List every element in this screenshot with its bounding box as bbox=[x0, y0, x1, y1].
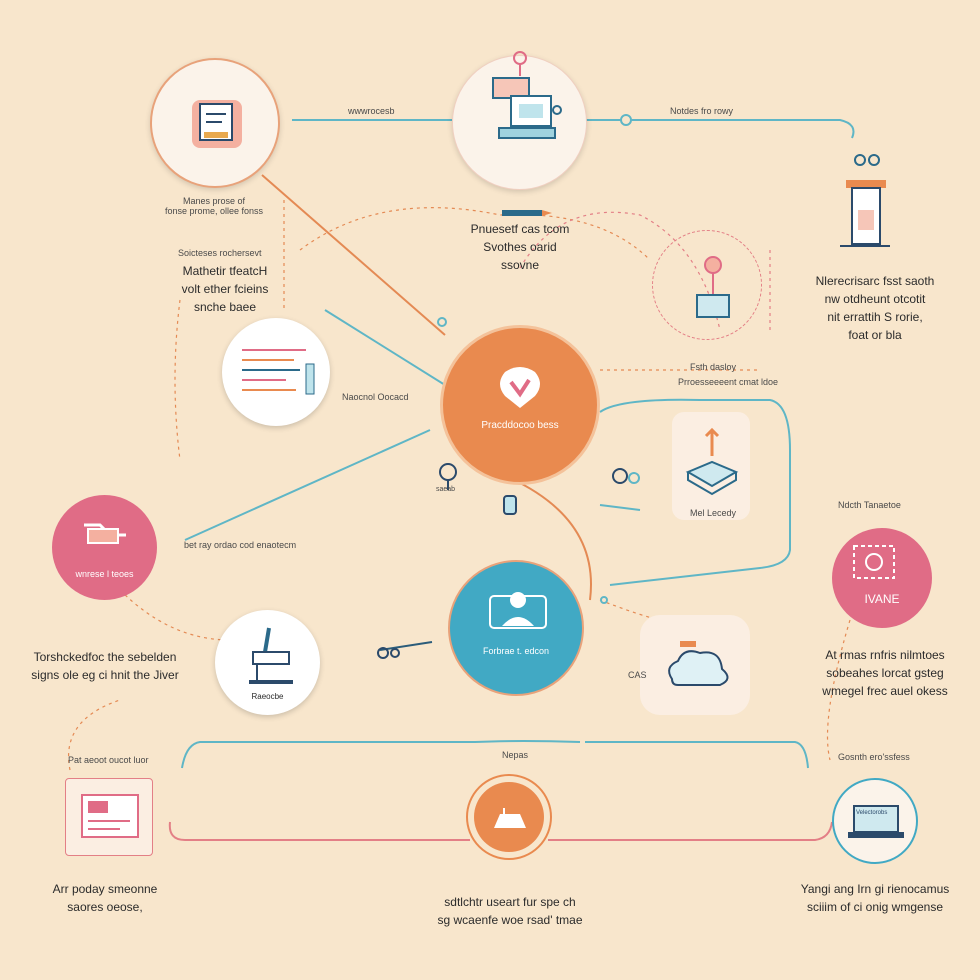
grid-icon bbox=[853, 545, 895, 579]
node-right-card[interactable] bbox=[672, 412, 750, 520]
pink-left-link-label: bet ray ordao cod enaotecm bbox=[184, 540, 297, 550]
link-bottom-left bbox=[168, 821, 470, 841]
bottom-right-caption: Yangi ang Irn gi rienocamus sciiim of ci… bbox=[800, 882, 950, 914]
cloud-label: CAS bbox=[628, 670, 647, 680]
heart-hands-icon bbox=[500, 367, 540, 408]
node-right-upper-dotted[interactable] bbox=[652, 230, 762, 340]
bottom-left-small: Pat aeoot oucot luor bbox=[68, 755, 149, 765]
right-mid-small-2: Prroesseeeent cmat ldoe bbox=[678, 377, 779, 387]
center-second-label: Forbrae t. edcon bbox=[482, 646, 550, 656]
pen-icon bbox=[502, 210, 552, 216]
pin-icon bbox=[439, 463, 457, 490]
plug-icon bbox=[503, 495, 517, 515]
link-topleft-to-center bbox=[261, 174, 446, 336]
link-tool bbox=[379, 641, 433, 651]
node-center-main[interactable]: Pracddocoo bess bbox=[440, 325, 600, 485]
pink-right-small: Ndcth Tanaetoe bbox=[838, 500, 901, 510]
handshake-icon bbox=[84, 523, 126, 544]
bottom-center-caption: sdtlchtr useart fur spe ch sg wcaenfe wo… bbox=[437, 895, 583, 927]
link-bottom-top-right bbox=[585, 741, 809, 769]
team-icon bbox=[489, 592, 547, 629]
book-icon bbox=[192, 100, 242, 148]
top-link-right-label: Notdes fro rowy bbox=[670, 106, 734, 116]
link-box bbox=[599, 504, 641, 511]
microscope-icon bbox=[249, 627, 293, 684]
node-pink-right[interactable]: IVANE bbox=[832, 528, 932, 628]
link-center-arc bbox=[509, 477, 592, 601]
node-bottom-right[interactable]: Velectorobs bbox=[832, 778, 918, 864]
tool-node-label: Raeocbe bbox=[251, 692, 284, 701]
right-mid-small-1: Fsth dasloy bbox=[690, 362, 737, 372]
top-center-caption: Pnuesetf cas tcom Svothes oarid ssovne bbox=[470, 222, 570, 272]
bottom-right-small: Gosnth ero'ssfess bbox=[838, 752, 910, 762]
bottom-left-caption: Arr poday smeonne saores oeose, bbox=[52, 882, 158, 914]
lab-tower-icon bbox=[840, 154, 890, 247]
link-top-right bbox=[586, 119, 855, 139]
right-card-label: Mel Lecedy bbox=[690, 508, 737, 518]
cloud-icon bbox=[668, 641, 729, 686]
link-bottom-right bbox=[548, 821, 833, 841]
left-upper-title: Soicteses rochersevt bbox=[178, 248, 262, 258]
node-top-left[interactable] bbox=[150, 58, 280, 188]
bar-chart-icon bbox=[242, 349, 315, 395]
node-top-center[interactable] bbox=[452, 51, 587, 190]
bottom-center-small: Nepas bbox=[502, 750, 529, 760]
link-pink-to-center bbox=[184, 429, 431, 541]
node-cloud-card[interactable] bbox=[640, 615, 750, 715]
cake-icon bbox=[494, 808, 526, 828]
box-icon bbox=[685, 427, 739, 496]
node-bottom-left[interactable] bbox=[65, 778, 153, 856]
right-upper-caption: Nlerecrisarc fsst saoth nw otdheunt otco… bbox=[815, 274, 935, 342]
top-link-left-label: wwwrocesb bbox=[348, 106, 395, 116]
left-lower-caption: Torshckedfoc the sebelden signs ole eg c… bbox=[31, 650, 179, 682]
node-pink-left[interactable]: wnrese l teoes bbox=[52, 495, 157, 600]
node-bottom-center[interactable] bbox=[466, 774, 552, 860]
chart-panel-caption: Naocnol Oocacd bbox=[342, 392, 409, 402]
top-left-small-caption: Manes prose of fonse prome, ollee fonss bbox=[165, 196, 264, 216]
node-tool[interactable]: Raeocbe bbox=[215, 610, 320, 715]
node-chart-panel[interactable] bbox=[222, 318, 330, 426]
left-upper-caption: Mathetir tfeatcH volt ether fcieins snch… bbox=[181, 264, 269, 314]
link-chart-to-center bbox=[324, 309, 446, 386]
computer-icon bbox=[492, 51, 562, 139]
pink-right-label: IVANE bbox=[864, 592, 900, 606]
center-main-label: Pracddocoo bess bbox=[481, 420, 559, 431]
link-right-loop bbox=[599, 398, 791, 586]
pink-right-caption: At rmas rnfris nilmtoes sobeahes lorcat … bbox=[822, 648, 948, 698]
center-marker-label: saeab bbox=[436, 486, 456, 493]
pink-left-label: wnrese l teoes bbox=[75, 569, 134, 579]
document-icon bbox=[81, 794, 139, 838]
bottom-right-screen-text: Velectorobs bbox=[856, 810, 888, 816]
link-chain-icon bbox=[612, 468, 640, 484]
node-center-second[interactable]: Forbrae t. edcon bbox=[448, 560, 584, 696]
laptop-icon bbox=[848, 805, 904, 838]
key-icon bbox=[377, 647, 400, 659]
flask-icon bbox=[696, 256, 730, 318]
link-bottom-top bbox=[181, 740, 581, 769]
